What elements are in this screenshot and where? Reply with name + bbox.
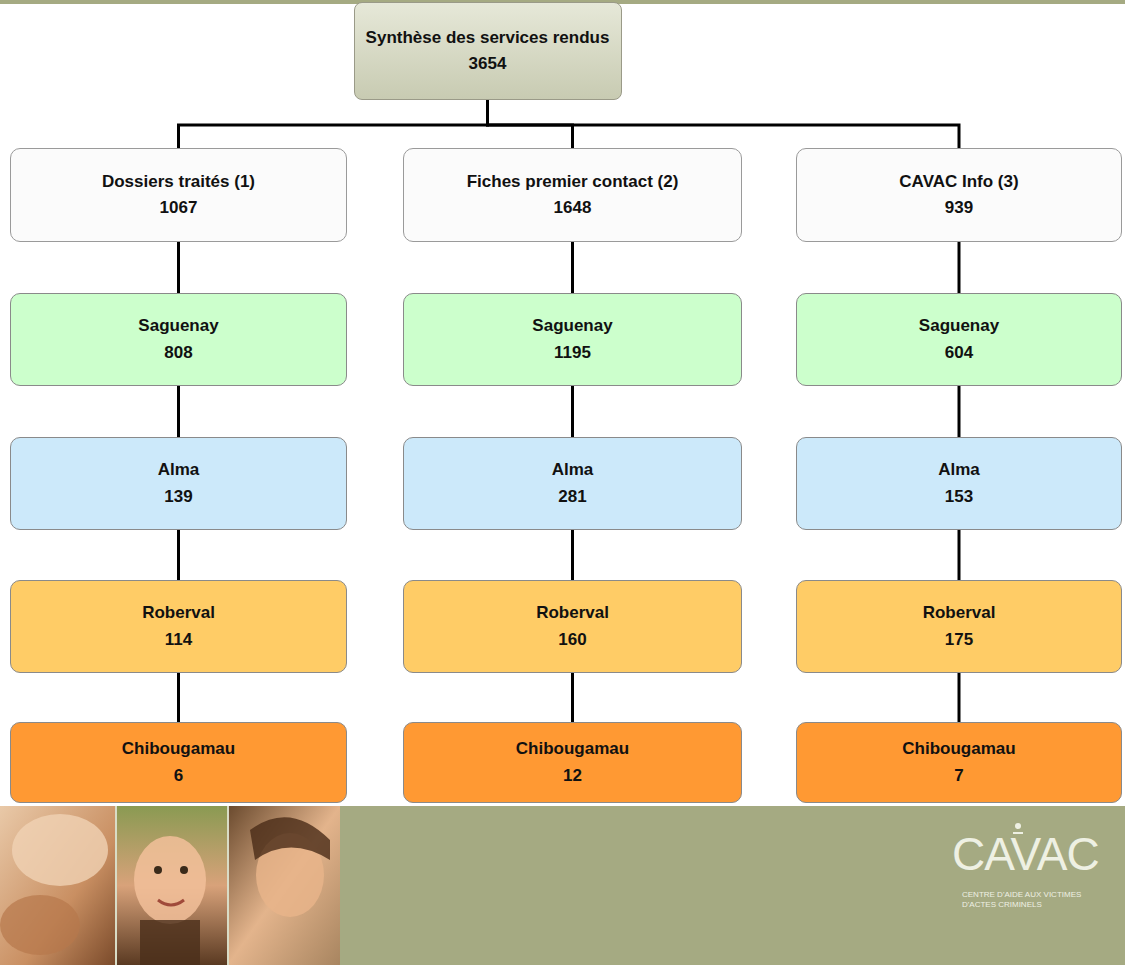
city-box: Saguenay604 (796, 293, 1122, 386)
node-count: 175 (945, 627, 973, 653)
node-count: 7 (954, 763, 963, 789)
node-title: Roberval (536, 600, 609, 626)
node-count: 1067 (160, 195, 198, 221)
connector-line (177, 673, 180, 722)
node-title: Alma (158, 457, 200, 483)
node-title: Saguenay (138, 313, 218, 339)
connector-line (571, 242, 574, 293)
node-title: Roberval (923, 600, 996, 626)
connector-line (488, 100, 960, 148)
city-box: Chibougamau6 (10, 722, 347, 803)
node-title: CAVAC Info (3) (899, 169, 1018, 195)
logo-subtitle: CENTRE D'AIDE AUX VICTIMES D'ACTES CRIMI… (962, 890, 1082, 910)
summary-box: Synthèse des services rendus3654 (354, 2, 622, 100)
city-box: Roberval160 (403, 580, 742, 673)
connector-line (571, 530, 574, 580)
node-count: 939 (945, 195, 973, 221)
city-box: Alma139 (10, 437, 347, 530)
node-title: Chibougamau (902, 736, 1015, 762)
node-count: 1648 (554, 195, 592, 221)
node-title: Alma (552, 457, 594, 483)
node-title: Chibougamau (516, 736, 629, 762)
connector-line (571, 386, 574, 437)
photo-strip (0, 806, 340, 965)
node-title: Fiches premier contact (2) (467, 169, 679, 195)
node-count: 153 (945, 484, 973, 510)
city-box: Roberval175 (796, 580, 1122, 673)
node-count: 3654 (469, 51, 507, 77)
node-count: 604 (945, 340, 973, 366)
node-count: 12 (563, 763, 582, 789)
connector-line (177, 386, 180, 437)
node-title: Dossiers traités (1) (102, 169, 255, 195)
node-title: Chibougamau (122, 736, 235, 762)
connector-line (177, 242, 180, 293)
connector-line (177, 530, 180, 580)
node-title: Roberval (142, 600, 215, 626)
node-title: Saguenay (919, 313, 999, 339)
connector-line (179, 100, 488, 148)
node-count: 160 (558, 627, 586, 653)
node-title: Synthèse des services rendus (366, 25, 610, 51)
connector-line (958, 242, 961, 293)
logo-text: CAVAC (952, 826, 1122, 884)
node-title: Saguenay (532, 313, 612, 339)
node-count: 1195 (554, 340, 591, 366)
city-box: Saguenay808 (10, 293, 347, 386)
node-count: 281 (558, 484, 586, 510)
city-box: Alma281 (403, 437, 742, 530)
bottom-band (0, 806, 1125, 965)
category-box: Fiches premier contact (2)1648 (403, 148, 742, 242)
category-box: Dossiers traités (1)1067 (10, 148, 347, 242)
node-count: 114 (165, 627, 192, 653)
city-box: Chibougamau7 (796, 722, 1122, 803)
node-title: Alma (938, 457, 980, 483)
node-count: 808 (164, 340, 192, 366)
node-count: 6 (174, 763, 183, 789)
connector-line (958, 530, 961, 580)
connector-line (958, 673, 961, 722)
category-box: CAVAC Info (3)939 (796, 148, 1122, 242)
city-box: Chibougamau12 (403, 722, 742, 803)
connector-line (571, 673, 574, 722)
city-box: Saguenay1195 (403, 293, 742, 386)
city-box: Roberval114 (10, 580, 347, 673)
connector-line (958, 386, 961, 437)
city-box: Alma153 (796, 437, 1122, 530)
node-count: 139 (164, 484, 192, 510)
